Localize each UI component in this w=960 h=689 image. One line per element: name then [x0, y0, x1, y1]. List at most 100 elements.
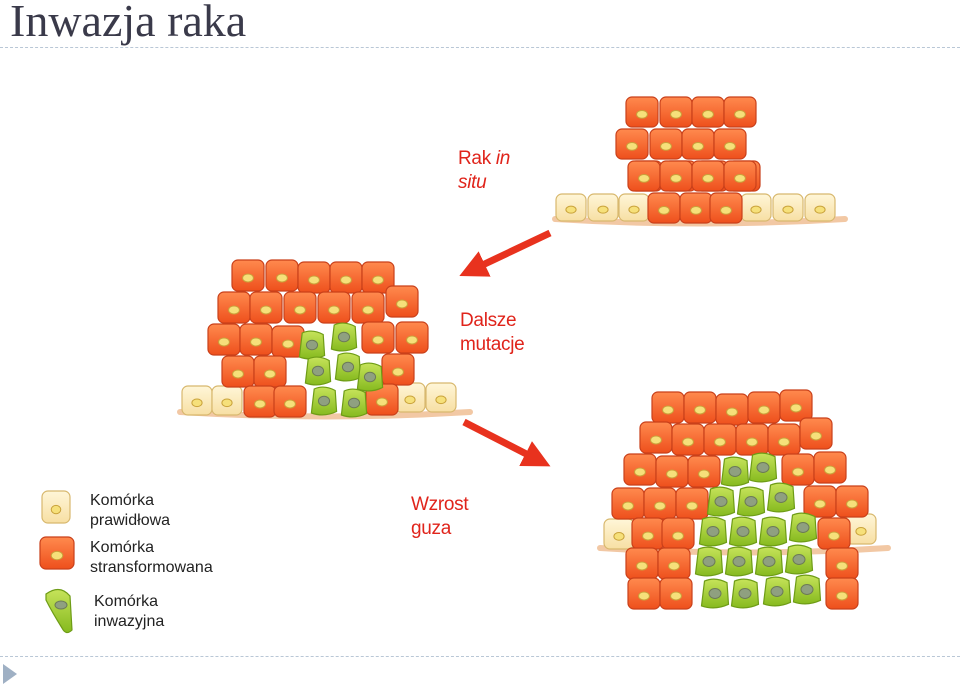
transformed-cell: [661, 517, 695, 550]
label-further-mutations: Dalsze mutacje: [460, 310, 525, 355]
transformed-cell: [243, 385, 277, 418]
transformed-cell: [681, 128, 715, 160]
normal-cell: [425, 382, 457, 413]
transformed-cell: [381, 353, 415, 386]
transformed-cell: [687, 455, 721, 488]
invasive-cell: [788, 512, 818, 543]
transformed-cell: [625, 96, 659, 128]
invasive-cell: [748, 452, 778, 483]
transformed-cell: [659, 96, 693, 128]
transformed-cell: [817, 517, 851, 550]
transformed-cell: [623, 453, 657, 486]
normal-cell: [211, 385, 243, 416]
normal-cell: [181, 385, 213, 416]
transformed-cell: [779, 389, 813, 422]
transformed-cell: [639, 421, 673, 454]
transformed-cell: [835, 485, 869, 518]
transformed-cell: [649, 128, 683, 160]
transformed-cell: [283, 291, 317, 324]
normal-cell: [618, 193, 650, 222]
transformed-cell: [813, 451, 847, 484]
transformed-cell: [715, 393, 749, 426]
transformed-cell: [803, 485, 837, 518]
transformed-cell: [625, 547, 659, 580]
transformed-cell-icon: [39, 536, 75, 570]
transformed-cell: [615, 128, 649, 160]
transformed-cell: [297, 261, 331, 294]
invasive-cell: [698, 516, 728, 547]
carcinoma-in-situ-tissue: [555, 96, 836, 224]
invasive-cell: [304, 356, 332, 386]
invasive-cell: [356, 362, 384, 392]
transformed-cell: [221, 355, 255, 388]
invasive-cell: [762, 576, 792, 607]
slide-title: Inwazja raka: [10, 0, 247, 46]
transformed-cell: [825, 547, 859, 580]
invasive-cell: [340, 388, 368, 418]
transformed-cell: [231, 259, 265, 292]
legend-icons: [39, 490, 75, 634]
early-invasion-tissue: [181, 259, 457, 418]
label-in-situ: Rak in situ: [458, 148, 511, 193]
transformed-cell: [675, 487, 709, 520]
invasive-cell: [792, 574, 822, 605]
normal-cell: [772, 193, 804, 222]
transformed-cell: [747, 391, 781, 424]
transformed-cell: [651, 391, 685, 424]
transformed-cell: [655, 455, 689, 488]
transformed-cell: [207, 323, 241, 356]
transformed-cell: [627, 160, 661, 192]
invasive-cell: [310, 386, 338, 416]
transformed-cell: [659, 577, 693, 610]
normal-cell: [740, 193, 772, 222]
transformed-cell: [385, 285, 419, 318]
normal-cell: [804, 193, 836, 222]
arrow-to-growth-icon: [462, 418, 551, 467]
transformed-cell: [691, 160, 725, 192]
transformed-cell: [351, 291, 385, 324]
transformed-cell: [365, 383, 399, 416]
transformed-cell: [253, 355, 287, 388]
transformed-cell: [611, 487, 645, 520]
transformed-cell: [723, 160, 757, 192]
transformed-cell: [361, 321, 395, 354]
transformed-cell: [683, 391, 717, 424]
invasive-cell-icon: [45, 588, 73, 634]
label-tumor-growth: Wzrost guza: [411, 494, 469, 539]
transformed-cell: [249, 291, 283, 324]
invasive-cell: [330, 322, 358, 352]
transformed-cell: [735, 423, 769, 456]
transformed-cell: [643, 487, 677, 520]
invasive-cell: [700, 578, 730, 609]
invasive-cell: [724, 546, 754, 577]
invasive-cell: [758, 516, 788, 547]
transformed-cell: [825, 577, 859, 610]
transformed-cell: [647, 192, 681, 224]
transformed-cell: [703, 423, 737, 456]
transformed-cell: [679, 192, 713, 224]
transformed-cell: [273, 385, 307, 418]
transformed-cell: [781, 453, 815, 486]
invasive-cell: [736, 486, 766, 517]
invasive-cell: [720, 456, 750, 487]
transformed-cell: [659, 160, 693, 192]
transformed-cell: [317, 291, 351, 324]
invasive-cell: [730, 578, 760, 609]
transformed-cell: [723, 96, 757, 128]
transformed-cell: [691, 96, 725, 128]
transformed-cell: [631, 517, 665, 550]
transformed-cell: [627, 577, 661, 610]
transformed-cell: [239, 323, 273, 356]
transformed-cell: [657, 547, 691, 580]
normal-cell: [603, 518, 635, 550]
arrow-to-mutations-icon: [459, 229, 552, 277]
invasive-cell: [706, 486, 736, 517]
invasive-cell: [784, 544, 814, 575]
normal-cell: [587, 193, 619, 222]
invasive-cell: [766, 482, 796, 513]
invasive-cell: [694, 546, 724, 577]
